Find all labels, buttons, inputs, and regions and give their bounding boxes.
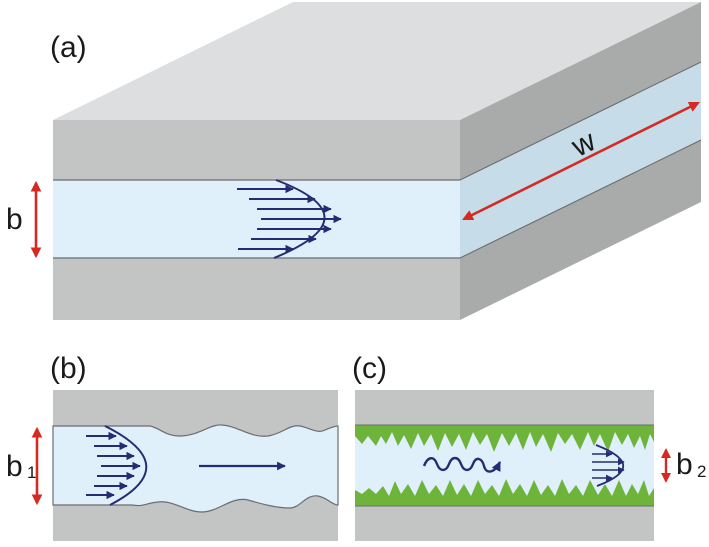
panel-c-label: (c) (352, 352, 387, 385)
aperture-label: b (6, 450, 23, 483)
rough-fracture-fluid (52, 424, 339, 513)
fluid-front-face (53, 180, 460, 258)
aperture-subscript: 1 (27, 463, 36, 482)
panel-a-label: (a) (50, 31, 87, 64)
panel-b-label: (b) (50, 352, 87, 385)
top-plate-front-face (53, 120, 460, 180)
panel-b: (b) b 1 (6, 352, 339, 541)
aperture-label: b (676, 448, 693, 481)
velocity-profile-curve (595, 444, 625, 487)
panel-c: (c) b 2 (352, 352, 706, 541)
aperture-subscript: 2 (697, 462, 706, 481)
velocity-arrows (237, 184, 342, 254)
velocity-arrows (592, 450, 625, 482)
width-dimension-arrow (462, 101, 700, 221)
top-plate-top-face (53, 2, 701, 120)
bottom-plate-front-face (53, 258, 460, 320)
velocity-arrows (86, 431, 141, 500)
velocity-profile-curve (104, 425, 148, 506)
panel-a: (a) w b (6, 2, 702, 320)
mineral-coating-upper (355, 425, 654, 452)
tortuous-flow-arrow (422, 456, 502, 473)
mineral-coating-lower (355, 479, 654, 506)
aperture-label: b (6, 203, 23, 236)
